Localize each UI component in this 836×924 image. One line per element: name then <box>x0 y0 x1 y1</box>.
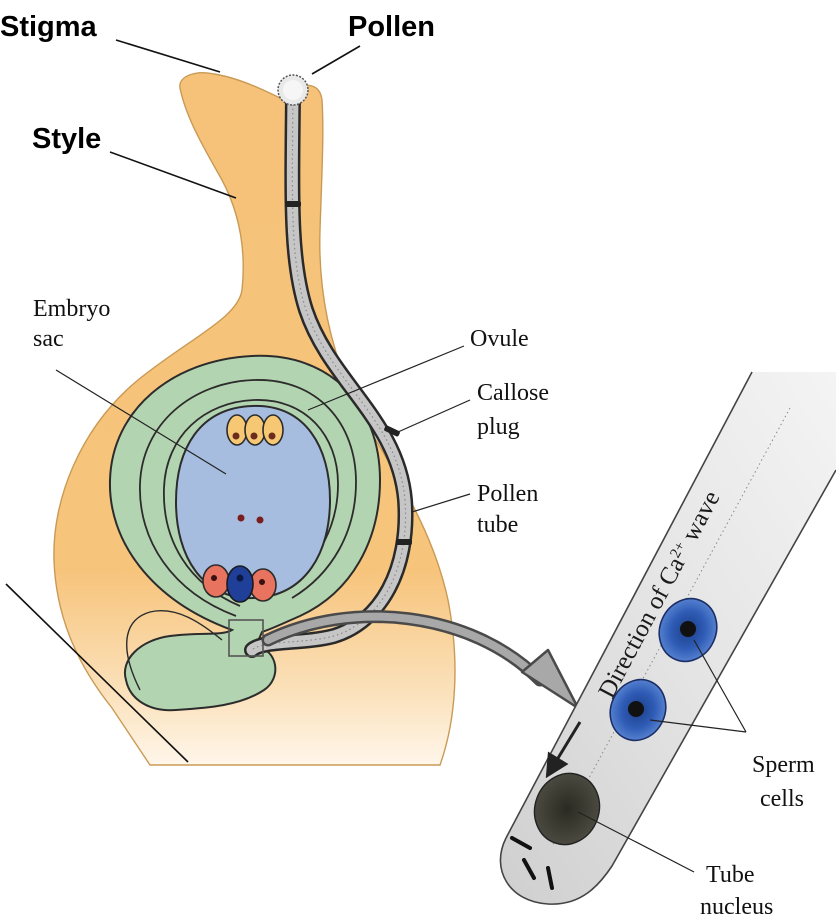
pollen-grain <box>278 75 308 105</box>
synergid-cell <box>250 569 276 601</box>
embryo-sac-label-line1: Embryo <box>33 296 110 322</box>
pollen-label: Pollen <box>348 11 435 43</box>
tube-nucleus-label-line2: nucleus <box>700 894 773 920</box>
antipodal-cells <box>227 415 283 445</box>
callose-plug <box>285 201 301 207</box>
antipodal-nucleus <box>269 433 276 440</box>
egg-nucleus <box>237 575 244 582</box>
pollen-tube-label-line2: tube <box>477 512 518 538</box>
pollen-tube-leader <box>412 494 470 512</box>
synergid-cell <box>203 565 229 597</box>
synergid-nucleus <box>211 575 217 581</box>
embryo-sac <box>176 406 330 602</box>
egg-cell <box>227 566 253 602</box>
tube-nucleus-label-line1: Tube <box>706 862 754 888</box>
embryo-sac-label-line2: sac <box>33 326 64 352</box>
stigma-label: Stigma <box>0 11 98 43</box>
callose-plug-label-line2: plug <box>477 414 520 440</box>
ovule-label: Ovule <box>470 326 529 352</box>
synergid-nucleus <box>259 579 265 585</box>
callose-plug-leader <box>398 400 470 432</box>
polar-nucleus <box>257 517 264 524</box>
antipodal-nucleus <box>233 433 240 440</box>
polar-nucleus <box>238 515 245 522</box>
antipodal-cell <box>245 415 265 445</box>
antipodal-cell <box>227 415 247 445</box>
sperm-cells-label-line2: cells <box>760 786 804 812</box>
stigma-leader <box>116 40 220 72</box>
callose-plug <box>396 539 412 545</box>
style-label: Style <box>32 123 101 155</box>
pollen-tube-label-line1: Pollen <box>477 481 538 507</box>
zoomed-pollen-tube: Direction of Ca2+ wave <box>500 372 836 904</box>
egg-apparatus <box>203 565 276 602</box>
sperm-cells-label-line1: Sperm <box>752 752 815 778</box>
antipodal-nucleus <box>251 433 258 440</box>
pollen-leader <box>312 46 360 74</box>
callose-plug-label-line1: Callose <box>477 380 549 406</box>
antipodal-cell <box>263 415 283 445</box>
